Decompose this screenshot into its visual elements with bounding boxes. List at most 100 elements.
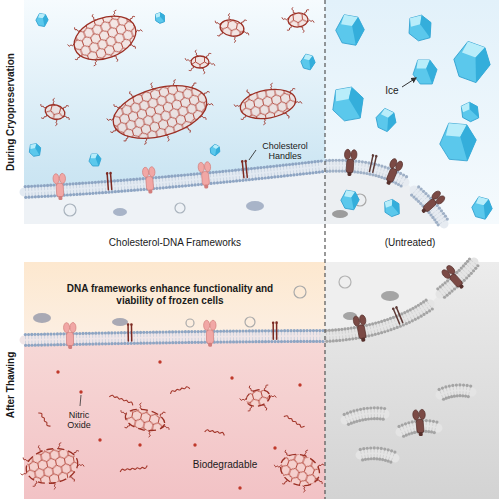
lipid-bilayer	[166, 183, 167, 186]
dna-fragment	[318, 463, 324, 469]
lipid-bilayer	[127, 181, 128, 184]
ice-crystal	[413, 60, 437, 84]
dna-framework	[243, 31, 250, 35]
lipid-bilayer	[380, 164, 383, 167]
lipid-bilayer	[218, 170, 221, 173]
lipid-bilayer	[363, 450, 365, 453]
panel-divider	[324, 0, 325, 499]
lipid-bilayer	[438, 290, 440, 293]
lipid-bilayer	[410, 317, 412, 320]
lipid-bilayer	[253, 167, 256, 170]
lipid-bilayer	[181, 182, 182, 185]
lipid-bilayer	[287, 171, 288, 174]
lipid-bilayer	[315, 168, 316, 171]
dna-fragment	[77, 464, 84, 468]
lipid-bilayer	[46, 343, 49, 346]
lipid-bilayer	[175, 182, 176, 185]
leader-line	[249, 150, 256, 160]
lipid-bilayer	[458, 273, 460, 276]
lipid-bilayer	[380, 176, 383, 179]
lipid-bilayer	[361, 458, 364, 461]
lipid-bilayer	[318, 340, 321, 343]
lipid-bilayer	[468, 270, 471, 272]
lipid-bilayer	[325, 170, 328, 173]
lipid-bilayer	[101, 331, 104, 334]
lipid-bilayer	[226, 340, 229, 343]
lipid-bilayer	[264, 329, 267, 332]
lipid-bilayer	[76, 335, 77, 338]
lipid-bilayer	[79, 193, 82, 196]
ice-crystal	[449, 39, 495, 85]
lipid-bilayer	[444, 292, 446, 295]
lipid-bilayer	[271, 173, 272, 176]
lipid-bilayer	[231, 169, 234, 172]
ice-crystal	[405, 13, 434, 42]
lipid-bilayer	[220, 332, 221, 335]
lipid-bilayer	[465, 276, 468, 279]
lipid-bilayer	[462, 383, 465, 386]
lipid-bilayer	[336, 166, 337, 169]
lipid-bilayer	[239, 176, 240, 179]
organelles	[332, 210, 348, 218]
lipid-bilayer	[158, 176, 161, 179]
lipid-bilayer	[194, 180, 195, 183]
lipid-bilayer	[196, 172, 199, 175]
lipid-bilayer	[376, 406, 379, 409]
lipid-bilayer	[126, 342, 129, 345]
lipid-bilayer	[283, 174, 286, 177]
lipid-bilayer	[44, 192, 45, 195]
lipid-bilayer	[359, 408, 362, 411]
lipid-bilayer	[470, 260, 473, 262]
lipid-bilayer	[370, 449, 371, 452]
lipid-bilayer	[402, 173, 405, 176]
lipid-bilayer	[351, 413, 352, 416]
membrane-protein	[58, 196, 62, 200]
lipid-bilayer	[387, 448, 390, 451]
lipid-bilayer	[453, 392, 454, 395]
lipid-bilayer	[305, 329, 308, 332]
lipid-bilayer	[92, 339, 93, 342]
membrane-protein	[210, 320, 216, 330]
lipid-bilayer	[47, 186, 48, 189]
lipid-bilayer	[422, 311, 424, 314]
lipid-bilayer	[407, 318, 408, 321]
dna-framework	[295, 101, 302, 105]
lipid-bilayer	[309, 169, 310, 172]
lipid-bilayer	[265, 337, 266, 340]
lipid-bilayer	[375, 457, 378, 460]
lipid-bilayer	[278, 332, 279, 335]
lipid-bilayer	[63, 335, 64, 338]
dna-fragment	[20, 472, 27, 476]
ice-crystal	[208, 143, 222, 157]
lipid-bilayer	[332, 161, 333, 164]
lipid-bilayer	[60, 340, 61, 343]
lipid-bilayer	[350, 327, 353, 330]
lipid-bilayer	[352, 421, 355, 424]
lipid-bilayer	[299, 170, 300, 173]
ice-crystal	[89, 154, 101, 166]
lipid-bilayer	[140, 185, 141, 188]
lipid-bilayer	[168, 186, 171, 189]
dna-framework	[281, 6, 315, 35]
lipid-bilayer	[37, 333, 40, 336]
lipid-bilayer	[51, 340, 52, 343]
lipid-bilayer	[276, 175, 279, 178]
dna-fragment	[139, 403, 144, 410]
lipid-bilayer	[345, 413, 385, 420]
lipid-bilayer	[35, 192, 36, 195]
lipid-bilayer	[187, 341, 190, 344]
lipid-bilayer	[191, 333, 192, 336]
membrane-protein	[386, 180, 391, 185]
lipid-bilayer	[318, 162, 319, 165]
lipid-bilayer	[47, 192, 48, 195]
lipid-bilayer	[415, 194, 417, 197]
lipid-bilayer	[152, 331, 155, 334]
lipid-bilayer	[476, 264, 479, 267]
lipid-bilayer	[328, 329, 331, 332]
lipid-bilayer	[270, 340, 273, 343]
lipid-bilayer	[97, 180, 100, 183]
lipid-bilayer	[79, 340, 80, 343]
membrane-protein	[246, 162, 248, 178]
lipid-bilayer	[227, 337, 228, 340]
dna-framework	[217, 31, 223, 37]
